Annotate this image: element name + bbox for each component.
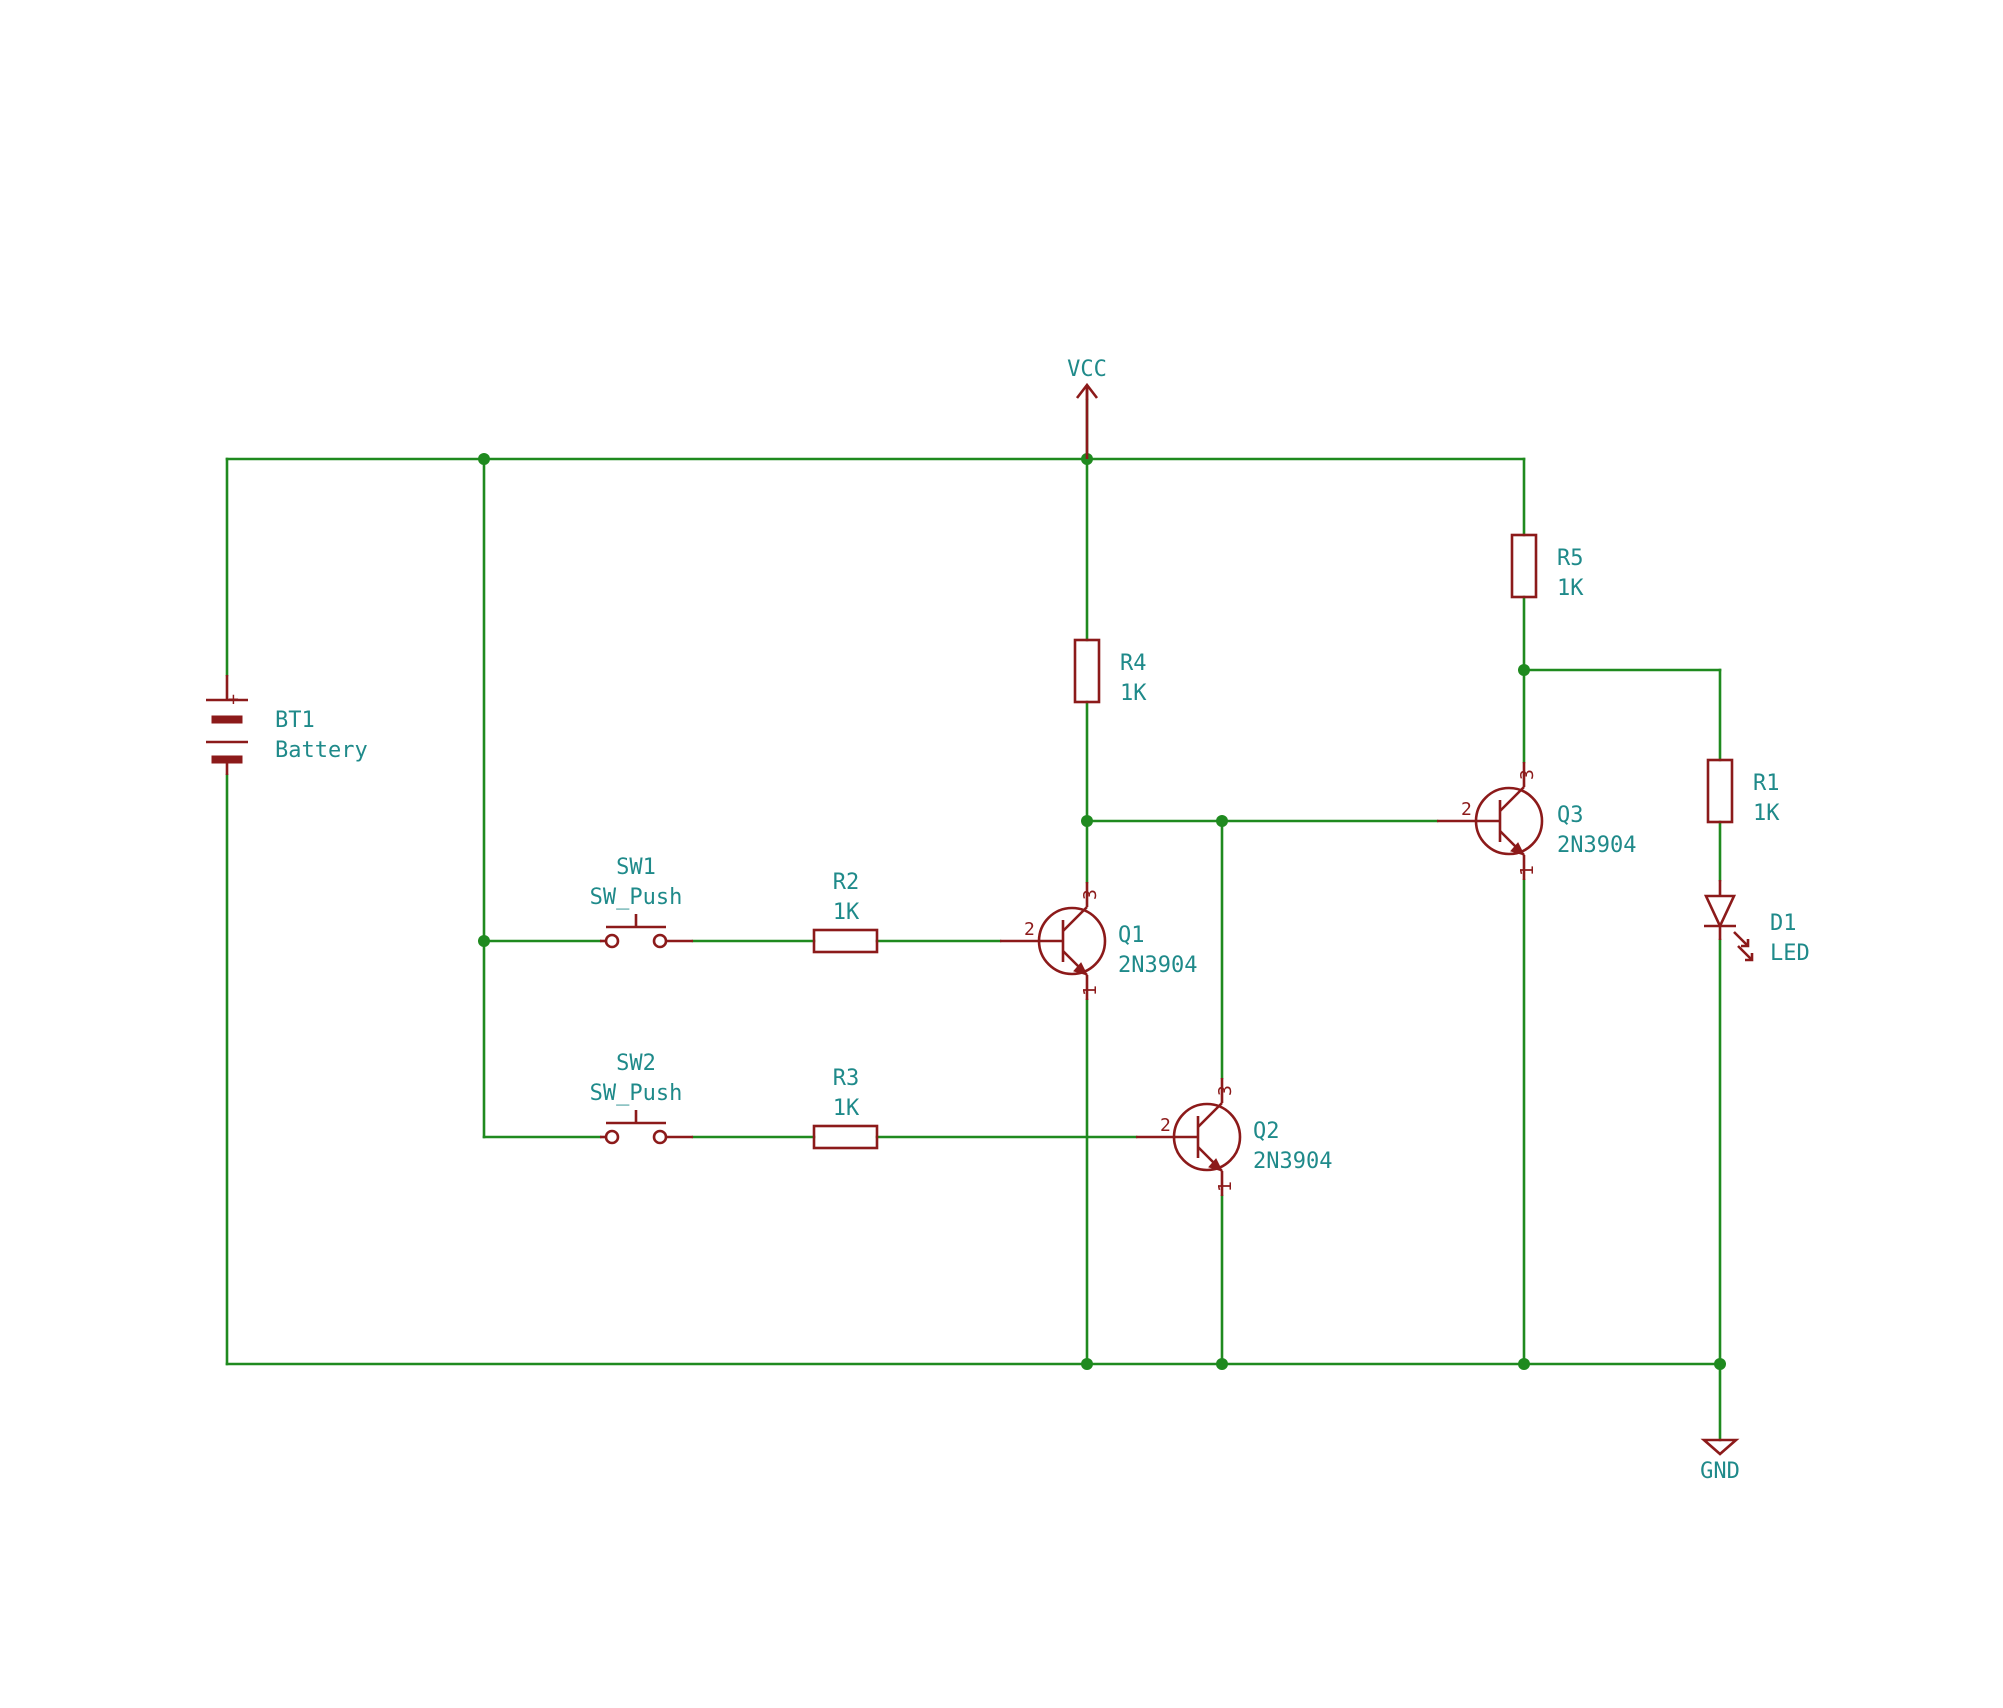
resistor-r3[interactable]: R3 1K <box>812 1066 879 1150</box>
q2-pin-base: 2 <box>1160 1115 1171 1136</box>
battery-plus-sign: + <box>228 689 239 710</box>
switch-sw2[interactable]: SW2 SW_Push <box>590 1051 693 1145</box>
transistor-q1[interactable]: 2 3 1 Q1 2N3904 <box>1000 882 1197 1000</box>
transistor-q3[interactable]: 2 3 1 Q3 2N3904 <box>1437 762 1636 880</box>
r1-ref: R1 <box>1753 771 1780 796</box>
gnd-power-symbol[interactable]: GND <box>1700 1438 1740 1484</box>
wires <box>225 398 1722 1442</box>
r4-ref: R4 <box>1120 651 1147 676</box>
resistor-r5[interactable]: R5 1K <box>1510 533 1584 601</box>
sw2-ref: SW2 <box>616 1051 656 1076</box>
battery-bt1[interactable]: + BT1 Battery <box>206 675 368 775</box>
junctions <box>478 453 1726 1370</box>
vcc-label: VCC <box>1067 357 1107 382</box>
r5-value: 1K <box>1557 576 1584 601</box>
d1-ref: D1 <box>1770 911 1797 936</box>
q1-pin-emitter: 1 <box>1080 985 1101 996</box>
battery-ref: BT1 <box>275 708 315 733</box>
sw1-ref: SW1 <box>616 855 656 880</box>
q1-ref: Q1 <box>1118 923 1145 948</box>
gnd-label: GND <box>1700 1459 1740 1484</box>
q2-value: 2N3904 <box>1253 1149 1332 1174</box>
battery-value: Battery <box>275 738 368 763</box>
q3-pin-base: 2 <box>1461 799 1472 820</box>
q3-pin-emitter: 1 <box>1517 865 1538 876</box>
r4-value: 1K <box>1120 681 1147 706</box>
switch-sw1[interactable]: SW1 SW_Push <box>590 855 693 949</box>
led-d1[interactable]: D1 LED <box>1703 880 1810 966</box>
r1-value: 1K <box>1753 801 1780 826</box>
q3-pin-collector: 3 <box>1517 769 1538 780</box>
r3-value: 1K <box>833 1096 860 1121</box>
sw2-value: SW_Push <box>590 1081 683 1106</box>
q2-ref: Q2 <box>1253 1119 1280 1144</box>
q3-value: 2N3904 <box>1557 833 1636 858</box>
r2-ref: R2 <box>833 870 860 895</box>
transistor-q2[interactable]: 2 3 1 Q2 2N3904 <box>1136 1078 1332 1196</box>
q2-pin-collector: 3 <box>1215 1085 1236 1096</box>
resistor-r4[interactable]: R4 1K <box>1073 638 1147 706</box>
sw1-value: SW_Push <box>590 885 683 910</box>
resistor-r1[interactable]: R1 1K <box>1706 758 1780 826</box>
resistor-r2[interactable]: R2 1K <box>812 870 879 954</box>
r5-ref: R5 <box>1557 546 1584 571</box>
q1-pin-base: 2 <box>1024 919 1035 940</box>
q2-pin-emitter: 1 <box>1215 1181 1236 1192</box>
q3-ref: Q3 <box>1557 803 1584 828</box>
r2-value: 1K <box>833 900 860 925</box>
r3-ref: R3 <box>833 1066 860 1091</box>
q1-value: 2N3904 <box>1118 953 1197 978</box>
vcc-power-symbol[interactable]: VCC <box>1067 357 1107 459</box>
q1-pin-collector: 3 <box>1080 889 1101 900</box>
d1-value: LED <box>1770 941 1810 966</box>
